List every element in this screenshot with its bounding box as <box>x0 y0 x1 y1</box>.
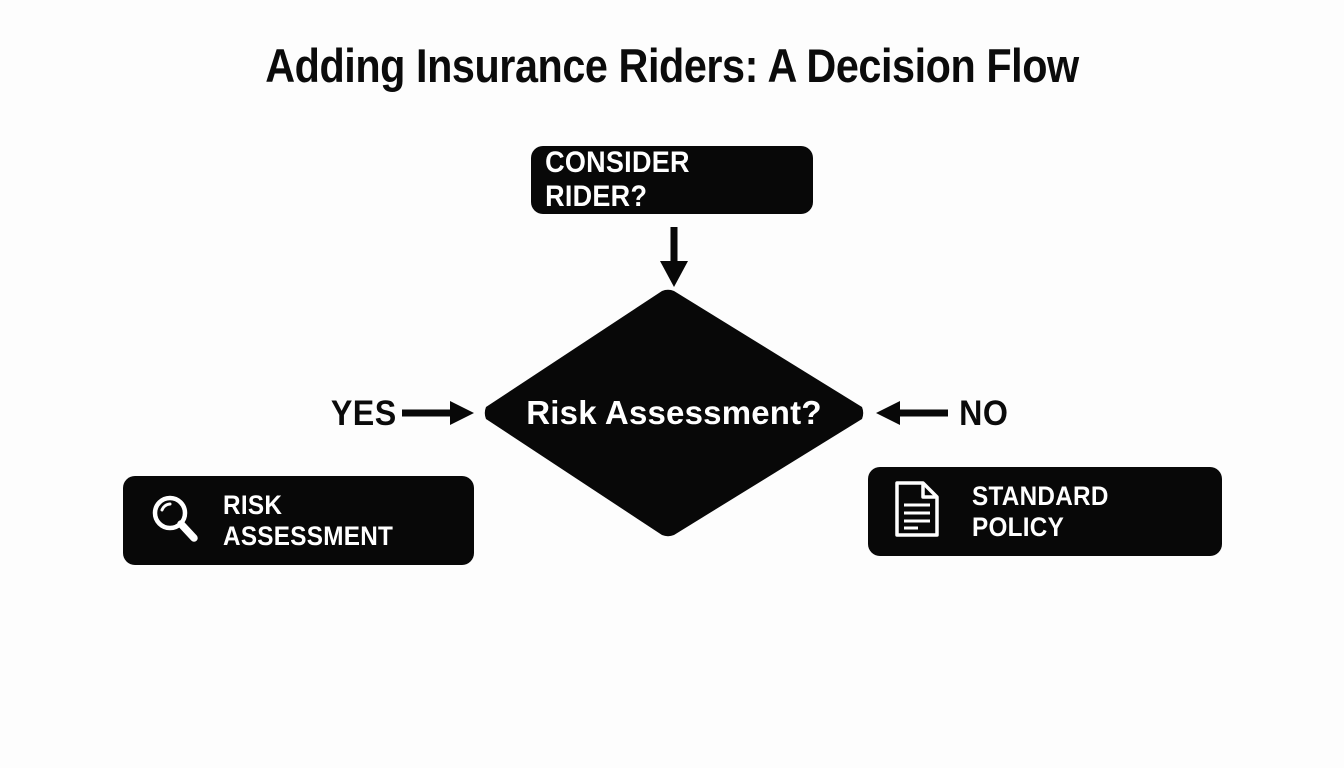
node-standard-policy-outcome[interactable]: STANDARD POLICY <box>868 467 1222 556</box>
node-risk-assessment-outcome[interactable]: RISK ASSESSMENT <box>123 476 474 565</box>
node-risk-assessment-decision-label: Risk Assessment? <box>526 394 822 431</box>
node-risk-assessment-decision[interactable]: Risk Assessment? <box>483 288 865 538</box>
node-consider-rider[interactable]: CONSIDER RIDER? <box>531 146 813 214</box>
node-consider-rider-label: CONSIDER RIDER? <box>545 146 690 213</box>
node-risk-assessment-outcome-label: RISK ASSESSMENT <box>223 489 394 551</box>
diamond-shape <box>484 289 864 537</box>
branch-label-yes: YES <box>330 394 397 433</box>
document-icon <box>892 480 942 543</box>
arrow-right-icon <box>400 396 478 430</box>
arrow-left-icon <box>872 396 950 430</box>
branch-label-no: NO <box>959 394 1009 433</box>
node-standard-policy-outcome-label: STANDARD POLICY <box>972 480 1109 542</box>
page-title: Adding Insurance Riders: A Decision Flow <box>265 39 1079 92</box>
magnifier-icon <box>149 492 201 549</box>
arrow-down-icon <box>648 225 700 289</box>
